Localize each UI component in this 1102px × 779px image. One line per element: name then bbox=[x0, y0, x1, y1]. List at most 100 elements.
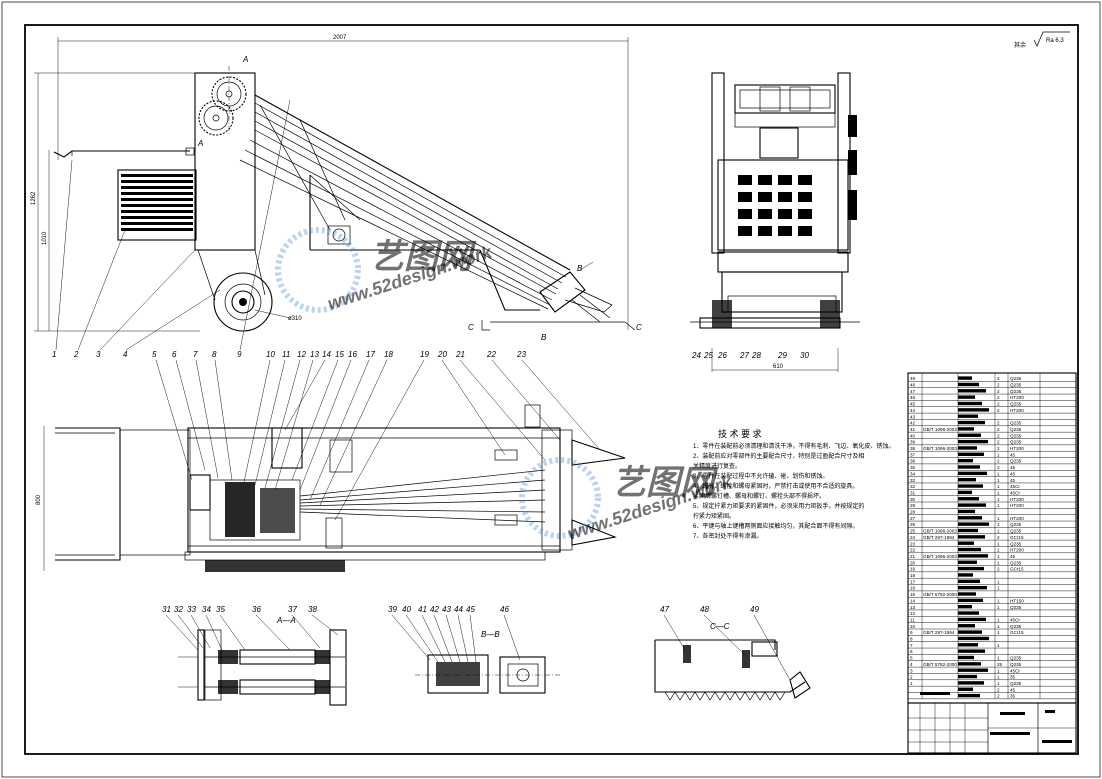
svg-text:24: 24 bbox=[691, 351, 701, 360]
svg-text:Ra 6.3: Ra 6.3 bbox=[1046, 38, 1064, 44]
bom-cell-material: Q235 bbox=[1010, 624, 1022, 629]
bom-cell-material: HT200 bbox=[1010, 497, 1024, 502]
svg-text:3: 3 bbox=[96, 350, 101, 359]
bom-cell-material: 45Cr bbox=[1010, 484, 1020, 489]
bom-name-mark bbox=[958, 522, 989, 526]
bom-cell-qty: 1 bbox=[997, 516, 1000, 521]
bom-cell-qty: 1 bbox=[997, 643, 1000, 648]
bom-cell-qty: 25 bbox=[997, 662, 1003, 667]
bom-name-mark bbox=[958, 617, 986, 622]
bom-cell-no: 45 bbox=[910, 402, 916, 407]
svg-text:16: 16 bbox=[348, 350, 357, 359]
bom-cell-no: 42 bbox=[910, 421, 916, 426]
bom-cell-material: Q235 bbox=[1010, 389, 1022, 394]
svg-text:4、螺钉、螺栓和螺母紧固时，严禁打击或使用不合适的旋具。: 4、螺钉、螺栓和螺母紧固时，严禁打击或使用不合适的旋具。 bbox=[693, 482, 858, 490]
bom-row: 43 bbox=[908, 414, 1076, 420]
bom-cell-qty: 2 bbox=[997, 440, 1000, 445]
dim-wheel-dia: ø310 bbox=[288, 316, 302, 322]
svg-text:48: 48 bbox=[700, 605, 709, 614]
bom-cell-material: Q235 bbox=[1010, 383, 1022, 388]
bom-name-mark bbox=[958, 471, 987, 476]
bom-cell-no: 46 bbox=[910, 395, 916, 400]
bom-cell-no: 26 bbox=[910, 522, 916, 527]
svg-text:32: 32 bbox=[174, 605, 183, 614]
bom-cell-no: 38 bbox=[910, 446, 916, 451]
svg-text:38: 38 bbox=[308, 605, 317, 614]
bom-name-mark bbox=[958, 554, 988, 558]
bom-row: 26 1 Q235 bbox=[908, 522, 1076, 528]
bom-cell-no: 29 bbox=[910, 503, 916, 508]
svg-text:2、装配前应对零部件的主要配合尺寸，特别是过盈配合尺寸及相: 2、装配前应对零部件的主要配合尺寸，特别是过盈配合尺寸及相 bbox=[693, 452, 864, 460]
svg-text:紧固后螺钉槽、螺母和螺钉、螺栓头部不得损坏。: 紧固后螺钉槽、螺母和螺钉、螺栓头部不得损坏。 bbox=[693, 492, 825, 500]
bom-cell-material: HT200 bbox=[1010, 548, 1024, 553]
bom-cell-qty: 1 bbox=[997, 579, 1000, 584]
bom-cell-qty: 2 bbox=[997, 383, 1000, 388]
watermark-lower: 艺图网 www.52design.work bbox=[519, 457, 735, 544]
handle-bar bbox=[53, 150, 190, 158]
bom-cell-no: 31 bbox=[910, 490, 916, 495]
ground-wheel-icon bbox=[213, 272, 273, 332]
bom-cell-no: 5 bbox=[910, 656, 913, 661]
bom-cell-no: 10 bbox=[910, 624, 916, 629]
svg-text:3、零件在装配过程中不允许磕、碰、划伤和锈蚀。: 3、零件在装配过程中不允许磕、碰、划伤和锈蚀。 bbox=[693, 472, 828, 480]
watermark-brand-lower: 艺图网 bbox=[612, 464, 719, 502]
bom-cell-material: 45 bbox=[1010, 687, 1016, 692]
bom-cell-qty: 1 bbox=[997, 675, 1000, 680]
bom-cell-qty: 2 bbox=[997, 446, 1000, 451]
bom-cell-qty: 2 bbox=[997, 389, 1000, 394]
svg-text:1、零件在装配前必须清理和清洗干净，不得有毛刺、飞边、氧化皮: 1、零件在装配前必须清理和清洗干净，不得有毛刺、飞边、氧化皮、锈蚀。 bbox=[693, 442, 894, 450]
svg-text:13: 13 bbox=[310, 350, 319, 359]
bom-cell-qty: 2 bbox=[997, 427, 1000, 432]
bom-cell-no: 40 bbox=[910, 433, 916, 438]
bom-cell-material: Q235 bbox=[1010, 440, 1022, 445]
bom-name-mark bbox=[958, 528, 978, 533]
bom-cell-material: 35 bbox=[1010, 675, 1016, 680]
bom-cell-material: Q235 bbox=[1010, 427, 1022, 432]
bom-cell-qty: 1 bbox=[997, 630, 1000, 635]
bom-name-mark bbox=[958, 693, 980, 698]
bom-cell-material: HT200 bbox=[1010, 516, 1024, 521]
svg-text:43: 43 bbox=[442, 605, 451, 614]
svg-text:关精度进行复查。: 关精度进行复查。 bbox=[693, 462, 741, 470]
svg-text:31: 31 bbox=[162, 605, 171, 614]
bom-name-mark bbox=[958, 579, 980, 583]
bom-row: 28 bbox=[908, 510, 1076, 515]
bom-cell-qty: 1 bbox=[997, 522, 1000, 527]
bom-cell-code: GB/T 297-1994 bbox=[923, 535, 955, 540]
bom-name-mark bbox=[958, 452, 984, 456]
svg-text:49: 49 bbox=[750, 605, 759, 614]
bom-cell-no: 30 bbox=[910, 497, 916, 502]
bom-cell-code: GB/T 297-1994 bbox=[923, 630, 955, 635]
svg-text:17: 17 bbox=[366, 350, 375, 359]
bom-cell-no: 4 bbox=[910, 662, 913, 667]
bom-cell-no: 32 bbox=[910, 484, 916, 489]
bom-cell-no: 43 bbox=[910, 414, 916, 419]
svg-text:45: 45 bbox=[466, 605, 475, 614]
bom-name-mark bbox=[958, 446, 977, 450]
dim-height-inner: 1010 bbox=[42, 231, 48, 245]
bom-name-mark bbox=[958, 592, 976, 596]
bom-cell-qty: 1 bbox=[997, 503, 1000, 508]
bom-row: 12 bbox=[908, 611, 1076, 617]
bom-cell-material: GCr15 bbox=[1010, 535, 1024, 540]
bom-cell-material: Q235 bbox=[1010, 522, 1022, 527]
svg-text:35: 35 bbox=[216, 605, 225, 614]
bom-cell-code: GB/T 1096-2003 bbox=[923, 529, 957, 534]
bom-cell-no: 37 bbox=[910, 452, 916, 457]
svg-text:A: A bbox=[197, 139, 203, 148]
bom-cell-no: 28 bbox=[910, 510, 916, 515]
